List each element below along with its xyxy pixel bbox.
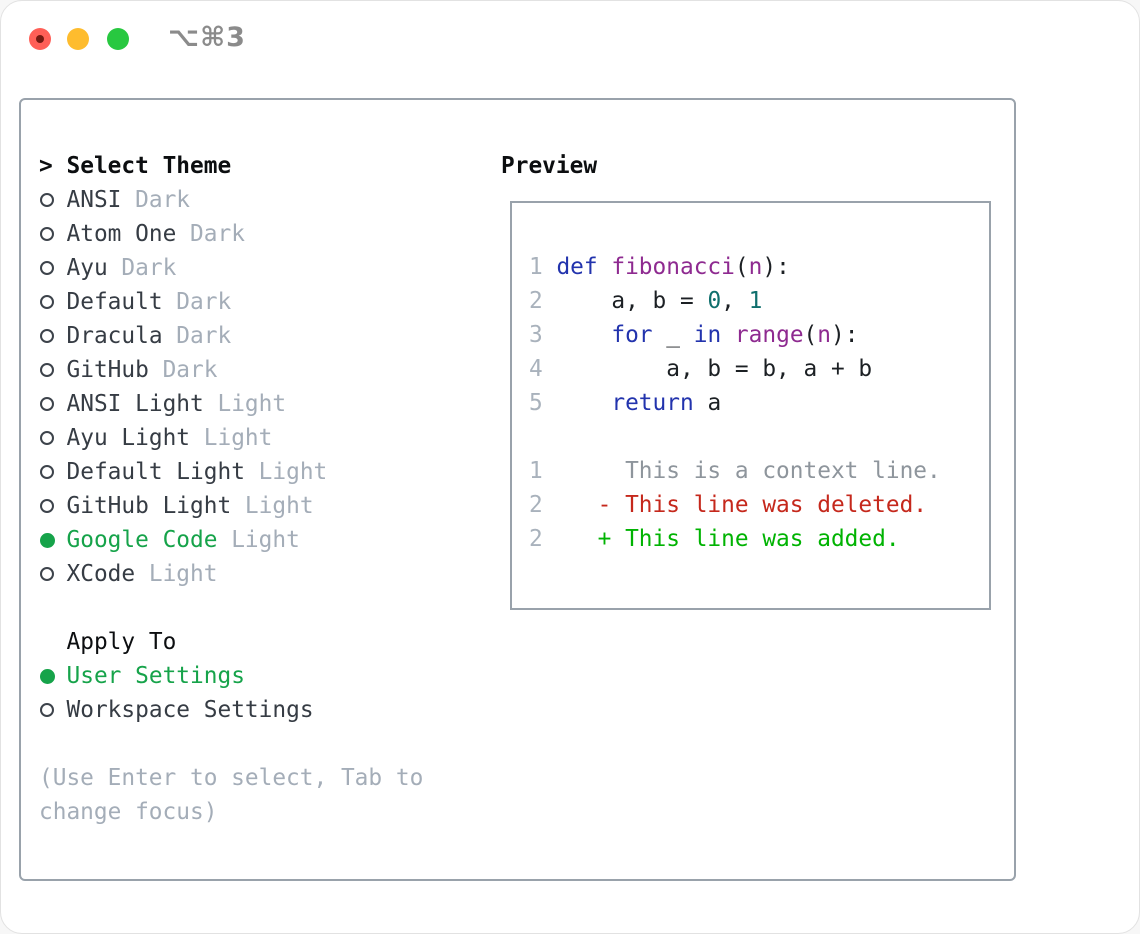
code-line: 1 This is a context line. — [529, 458, 941, 484]
radio-icon — [40, 465, 54, 479]
code-line: 2 a, b = 0, 1 — [529, 288, 763, 314]
window-title: ⌥⌘3 — [168, 22, 246, 53]
theme-name: Atom One — [66, 221, 177, 247]
theme-variant: Dark — [162, 289, 232, 315]
theme-option-default-light-light[interactable]: Default Light Light — [39, 455, 423, 489]
theme-name: GitHub Light — [66, 493, 232, 519]
radio-selected-icon — [40, 669, 55, 684]
theme-variant: Light — [244, 459, 328, 485]
theme-name: Default Light — [66, 459, 245, 485]
theme-name: Default — [66, 289, 163, 315]
prompt-icon: > — [39, 153, 53, 179]
theme-variant: Light — [135, 561, 218, 587]
close-button[interactable] — [29, 28, 51, 50]
radio-icon — [40, 295, 54, 309]
theme-name: Dracula — [66, 323, 163, 349]
unsaved-dot-icon — [36, 35, 44, 43]
theme-option-github-dark[interactable]: GitHub Dark — [39, 353, 423, 387]
theme-variant: Dark — [121, 187, 191, 213]
theme-name: Google Code — [66, 527, 218, 553]
theme-variant: Dark — [148, 357, 218, 383]
theme-option-ayu-dark[interactable]: Ayu Dark — [39, 251, 423, 285]
zoom-button[interactable] — [107, 28, 129, 50]
theme-name: ANSI — [66, 187, 122, 213]
help-text-line-2: change focus) — [39, 799, 218, 825]
theme-name: Ayu — [66, 255, 108, 281]
theme-variant: Light — [217, 527, 300, 553]
theme-option-xcode-light[interactable]: XCode Light — [39, 557, 423, 591]
theme-list-header: > Select Theme — [39, 149, 423, 183]
radio-icon — [40, 363, 54, 377]
preview-header-label: Preview — [501, 153, 598, 179]
code-line: 2 - This line was deleted. — [529, 492, 928, 518]
radio-icon — [40, 329, 54, 343]
theme-option-ansi-dark[interactable]: ANSI Dark — [39, 183, 423, 217]
theme-option-google-code-light[interactable]: Google Code Light — [39, 523, 423, 557]
theme-name: GitHub — [66, 357, 149, 383]
code-preview: 1 def fibonacci(n): 2 a, b = 0, 1 3 for _ … — [510, 201, 991, 610]
theme-variant: Light — [231, 493, 314, 519]
code-line: 5 return a — [529, 390, 722, 416]
code-line: 1 def fibonacci(n): — [529, 254, 790, 280]
code-line: 3 for _ in range(n): — [529, 322, 859, 348]
apply-option-workspace-settings[interactable]: Workspace Settings — [39, 693, 423, 727]
code-line: 4 a, b = b, a + b — [529, 356, 873, 382]
apply-to-header-label: Apply To — [66, 629, 177, 655]
radio-icon — [40, 499, 54, 513]
radio-icon — [40, 397, 54, 411]
theme-name: Ayu Light — [66, 425, 191, 451]
theme-variant: Dark — [162, 323, 232, 349]
radio-icon — [40, 703, 54, 717]
theme-variant: Dark — [176, 221, 245, 247]
apply-option-label: Workspace Settings — [66, 697, 314, 723]
theme-variant: Dark — [107, 255, 177, 281]
theme-name: ANSI Light — [66, 391, 204, 417]
code-line: 2 + This line was added. — [529, 526, 900, 552]
theme-variant: Light — [203, 391, 287, 417]
theme-list-header-label: Select Theme — [66, 153, 232, 179]
apply-option-label: User Settings — [66, 663, 245, 689]
apply-to-header: Apply To — [39, 625, 423, 659]
radio-selected-icon — [40, 533, 55, 548]
radio-icon — [40, 261, 54, 275]
radio-icon — [40, 567, 54, 581]
help-text-line-1: (Use Enter to select, Tab to — [39, 765, 424, 791]
radio-icon — [40, 431, 54, 445]
theme-option-default-dark[interactable]: Default Dark — [39, 285, 423, 319]
apply-option-user-settings[interactable]: User Settings — [39, 659, 423, 693]
theme-variant: Light — [190, 425, 273, 451]
theme-name: XCode — [66, 561, 136, 587]
radio-icon — [40, 193, 54, 207]
theme-option-github-light-light[interactable]: GitHub Light Light — [39, 489, 423, 523]
radio-icon — [40, 227, 54, 241]
code-line — [529, 420, 989, 454]
theme-option-ayu-light-light[interactable]: Ayu Light Light — [39, 421, 423, 455]
theme-option-atom-one-dark[interactable]: Atom One Dark — [39, 217, 423, 251]
theme-option-ansi-light-light[interactable]: ANSI Light Light — [39, 387, 423, 421]
titlebar: ⌥⌘3 — [1, 1, 1139, 76]
minimize-button[interactable] — [67, 28, 89, 50]
spacer — [39, 727, 423, 761]
spacer — [39, 591, 423, 625]
theme-option-dracula-dark[interactable]: Dracula Dark — [39, 319, 423, 353]
